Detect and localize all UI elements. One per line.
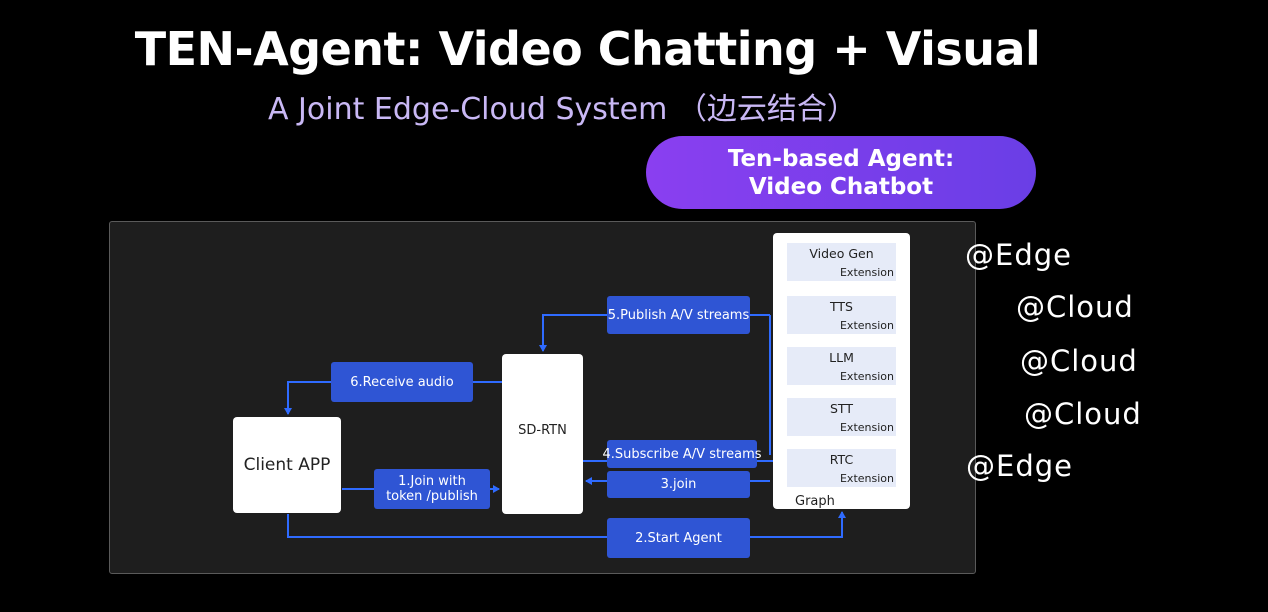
arrow-start-agent <box>287 511 846 538</box>
ext-rtc: RTC Extension <box>787 449 896 487</box>
agent-pill: Ten-based Agent: Video Chatbot <box>646 136 1036 209</box>
ext-suffix: Extension <box>839 370 894 383</box>
slide-subtitle: A Joint Edge-Cloud System （边云结合） <box>268 92 857 127</box>
ext-name: STT <box>830 401 853 416</box>
ext-suffix: Extension <box>839 319 894 332</box>
ext-suffix: Extension <box>839 266 894 279</box>
pill-line-2: Video Chatbot <box>748 173 934 200</box>
location-tag-llm: @Cloud <box>1020 344 1138 378</box>
ext-name: TTS <box>830 299 853 314</box>
step-start-agent: 2.Start Agent <box>607 518 750 558</box>
ext-name: LLM <box>829 350 854 365</box>
ext-suffix: Extension <box>839 421 894 434</box>
ext-name: Video Gen <box>809 246 874 261</box>
step-subscribe-streams: 4.Subscribe A/V streams <box>602 440 762 468</box>
graph-label: Graph <box>795 494 835 509</box>
location-tag-rtc: @Edge <box>966 449 1073 483</box>
step-join: 3.join <box>607 471 750 498</box>
ext-suffix: Extension <box>839 472 894 485</box>
step-publish-streams: 5.Publish A/V streams <box>607 296 750 334</box>
client-app-box: Client APP <box>233 417 341 513</box>
step-join-publish: 1.Join with token /publish <box>374 469 490 509</box>
step-receive-audio: 6.Receive audio <box>331 362 473 402</box>
ext-stt: STT Extension <box>787 398 896 436</box>
sd-rtn-box: SD-RTN <box>502 354 583 514</box>
ext-llm: LLM Extension <box>787 347 896 385</box>
location-tag-videogen: @Edge <box>965 238 1072 272</box>
step-join-line-1: 1.Join with <box>398 474 466 489</box>
ext-name: RTC <box>829 452 854 467</box>
location-tag-stt: @Cloud <box>1024 397 1142 431</box>
ext-tts: TTS Extension <box>787 296 896 334</box>
step-join-line-2: token /publish <box>386 489 478 504</box>
pill-line-1: Ten-based Agent: <box>727 145 955 172</box>
slide-title: TEN-Agent: Video Chatting + Visual <box>134 22 1041 76</box>
ext-video-gen: Video Gen Extension <box>787 243 896 281</box>
location-tag-tts: @Cloud <box>1016 290 1134 324</box>
